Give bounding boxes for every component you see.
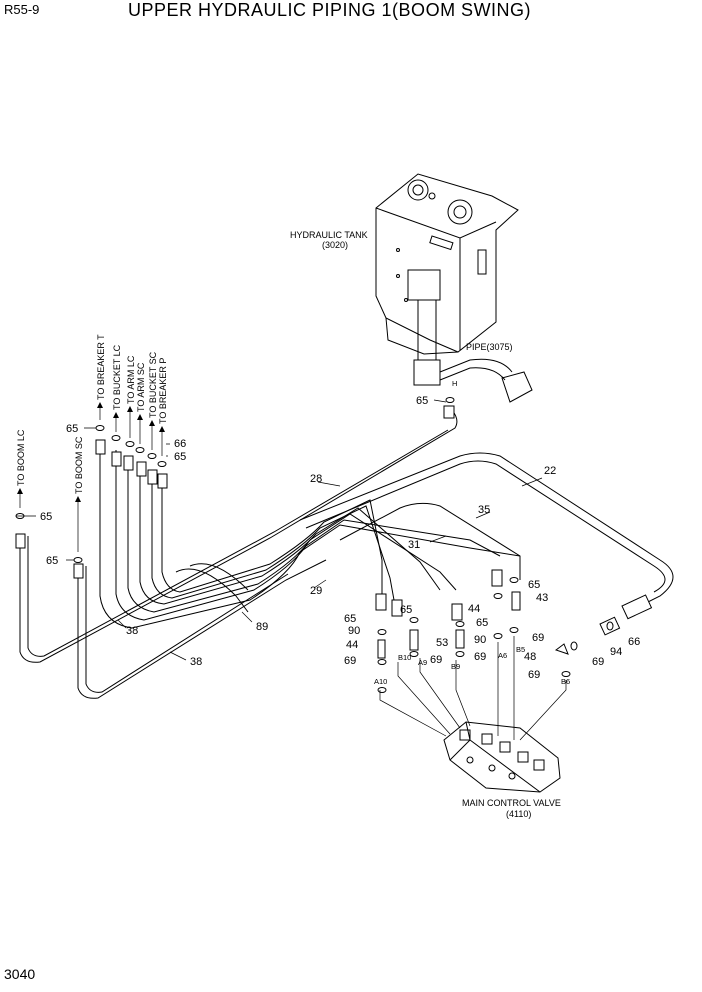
- callout-90: 90: [348, 625, 360, 637]
- port-b10: B10: [398, 653, 411, 662]
- callout-65: 65: [66, 423, 78, 435]
- callout-48: 48: [524, 651, 536, 663]
- callout-69: 69: [532, 632, 544, 644]
- main-pipes: [19, 409, 674, 699]
- port-a9: A9: [418, 658, 427, 667]
- callout-65: 65: [40, 511, 52, 523]
- callout-69: 69: [344, 655, 356, 667]
- callout-69: 69: [528, 669, 540, 681]
- callout-53: 53: [436, 637, 448, 649]
- dest-boom-sc: TO BOOM SC: [74, 436, 84, 494]
- valve-label: MAIN CONTROL VALVE: [462, 798, 561, 808]
- callout-66: 66: [174, 438, 186, 450]
- hose-bundle: [99, 440, 521, 629]
- port-b9: B9: [451, 662, 460, 671]
- callout-38: 38: [190, 656, 202, 668]
- callout-31: 31: [408, 539, 420, 551]
- port-a6: A6: [498, 651, 507, 660]
- callout-94: 94: [610, 646, 622, 658]
- dest-boom-lc: TO BOOM LC: [16, 429, 26, 486]
- callout-65: 65: [174, 451, 186, 463]
- callout-35: 35: [478, 504, 490, 516]
- callout-65: 65: [344, 613, 356, 625]
- leader-lines: [16, 399, 567, 741]
- callout-65: 65: [46, 555, 58, 567]
- callout-65: 65: [476, 617, 488, 629]
- callout-65: 65: [416, 395, 428, 407]
- dest-bucket-sc: TO BUCKET SC: [148, 351, 158, 418]
- callout-22: 22: [544, 465, 556, 477]
- callout-44: 44: [346, 639, 358, 651]
- callout-65: 65: [400, 604, 412, 616]
- callout-28: 28: [310, 473, 322, 485]
- hydraulic-tank: [375, 173, 533, 403]
- dest-breaker-t: TO BREAKER T: [96, 334, 106, 400]
- valve-fittings: [375, 569, 653, 693]
- callout-44: 44: [468, 603, 480, 615]
- callout-66: 66: [628, 636, 640, 648]
- port-b6: B6: [561, 677, 570, 686]
- dest-arm-sc: TO ARM SC: [136, 362, 146, 412]
- dest-arm-lc: TO ARM LC: [126, 355, 136, 404]
- callout-69: 69: [474, 651, 486, 663]
- model-code: R55-9: [4, 2, 40, 17]
- pipe-h-mark: H: [452, 379, 457, 388]
- callout-65: 65: [528, 579, 540, 591]
- pipe-label: PIPE(3075): [466, 342, 513, 352]
- callout-29: 29: [310, 585, 322, 597]
- callout-89: 89: [256, 621, 268, 633]
- dest-bucket-lc: TO BUCKET LC: [112, 344, 122, 410]
- hose-end-fittings: [15, 397, 455, 579]
- port-a10: A10: [374, 677, 387, 686]
- callout-38: 38: [126, 625, 138, 637]
- page-title: UPPER HYDRAULIC PIPING 1(BOOM SWING): [128, 0, 532, 20]
- tank-code: (3020): [322, 240, 348, 250]
- valve-code: (4110): [506, 809, 531, 819]
- callout-90: 90: [474, 634, 486, 646]
- callout-69: 69: [592, 656, 604, 668]
- page-number: 3040: [4, 966, 36, 982]
- tank-label: HYDRAULIC TANK: [290, 230, 368, 240]
- main-control-valve: [443, 721, 561, 793]
- destination-arrows: [17, 402, 165, 502]
- callout-43: 43: [536, 592, 548, 604]
- callout-69: 69: [430, 654, 442, 666]
- port-b5: B5: [516, 645, 525, 654]
- dest-breaker-p: TO BREAKER P: [158, 358, 168, 424]
